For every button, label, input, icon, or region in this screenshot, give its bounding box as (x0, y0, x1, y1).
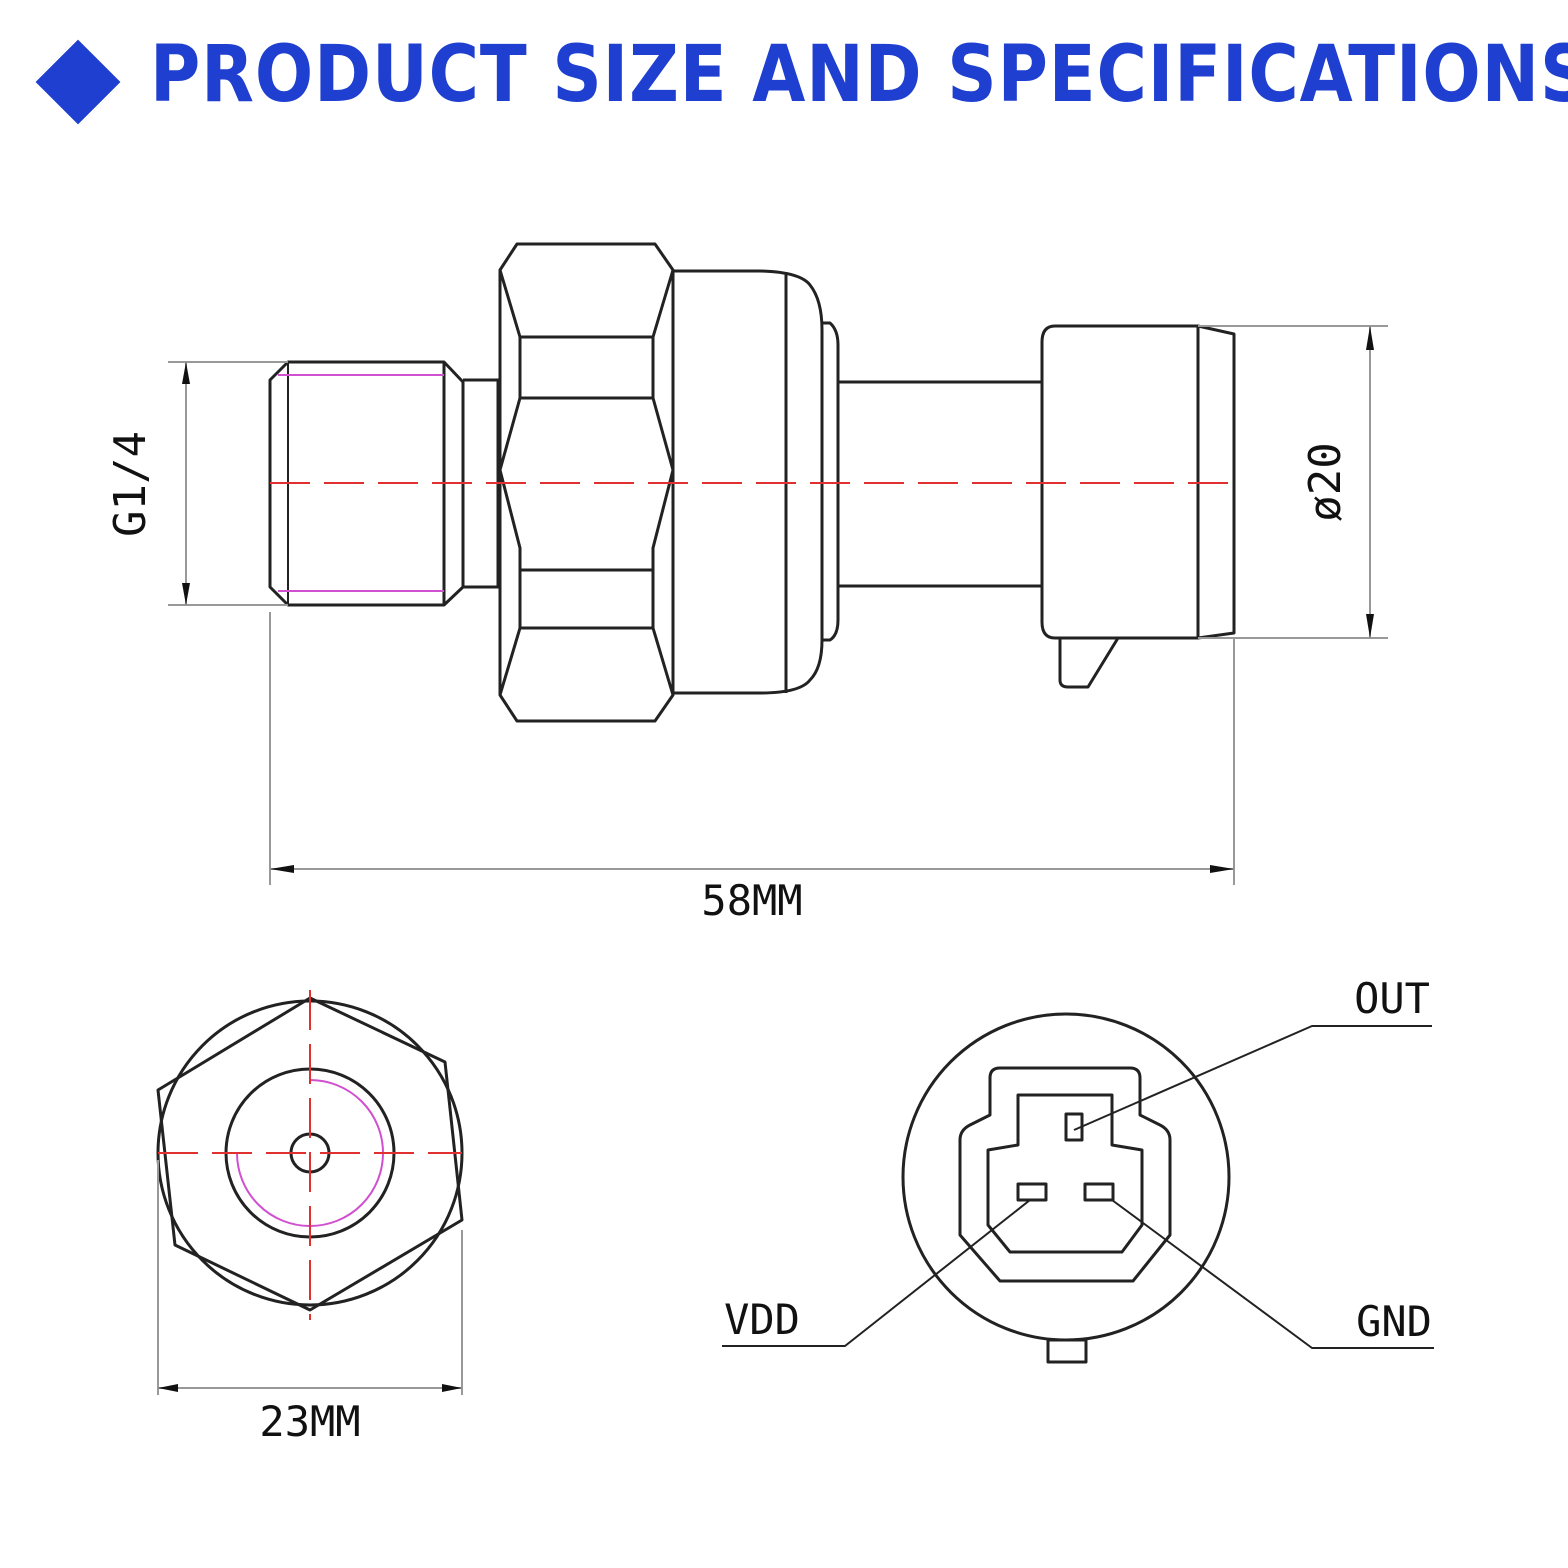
pin-vdd (1016, 1182, 1048, 1202)
pin-out-label: OUT (1354, 974, 1430, 1023)
hex-outline (156, 996, 464, 1312)
pin-vdd-label: VDD (724, 1295, 800, 1344)
pin-gnd-label: GND (1356, 1297, 1432, 1346)
connector-housing (1040, 324, 1236, 640)
pin-gnd (1083, 1182, 1115, 1202)
connector-face (901, 1012, 1231, 1342)
connector-pinout (722, 1012, 1434, 1364)
page-header: PRODUCT SIZE AND SPECIFICATIONS (0, 0, 1568, 160)
length-label: 58MM (701, 876, 802, 925)
diameter-label: ø20 (1300, 442, 1351, 521)
dimension-lines (157, 325, 1388, 1395)
centerlines (158, 482, 1234, 1320)
sensor-body (673, 269, 824, 695)
thread-label: G1/4 (105, 431, 156, 537)
page-title: PRODUCT SIZE AND SPECIFICATIONS (150, 30, 1568, 120)
dimension-arrows (158, 326, 1374, 1392)
width-label: 23MM (259, 1397, 360, 1446)
hex-nut (498, 242, 675, 723)
